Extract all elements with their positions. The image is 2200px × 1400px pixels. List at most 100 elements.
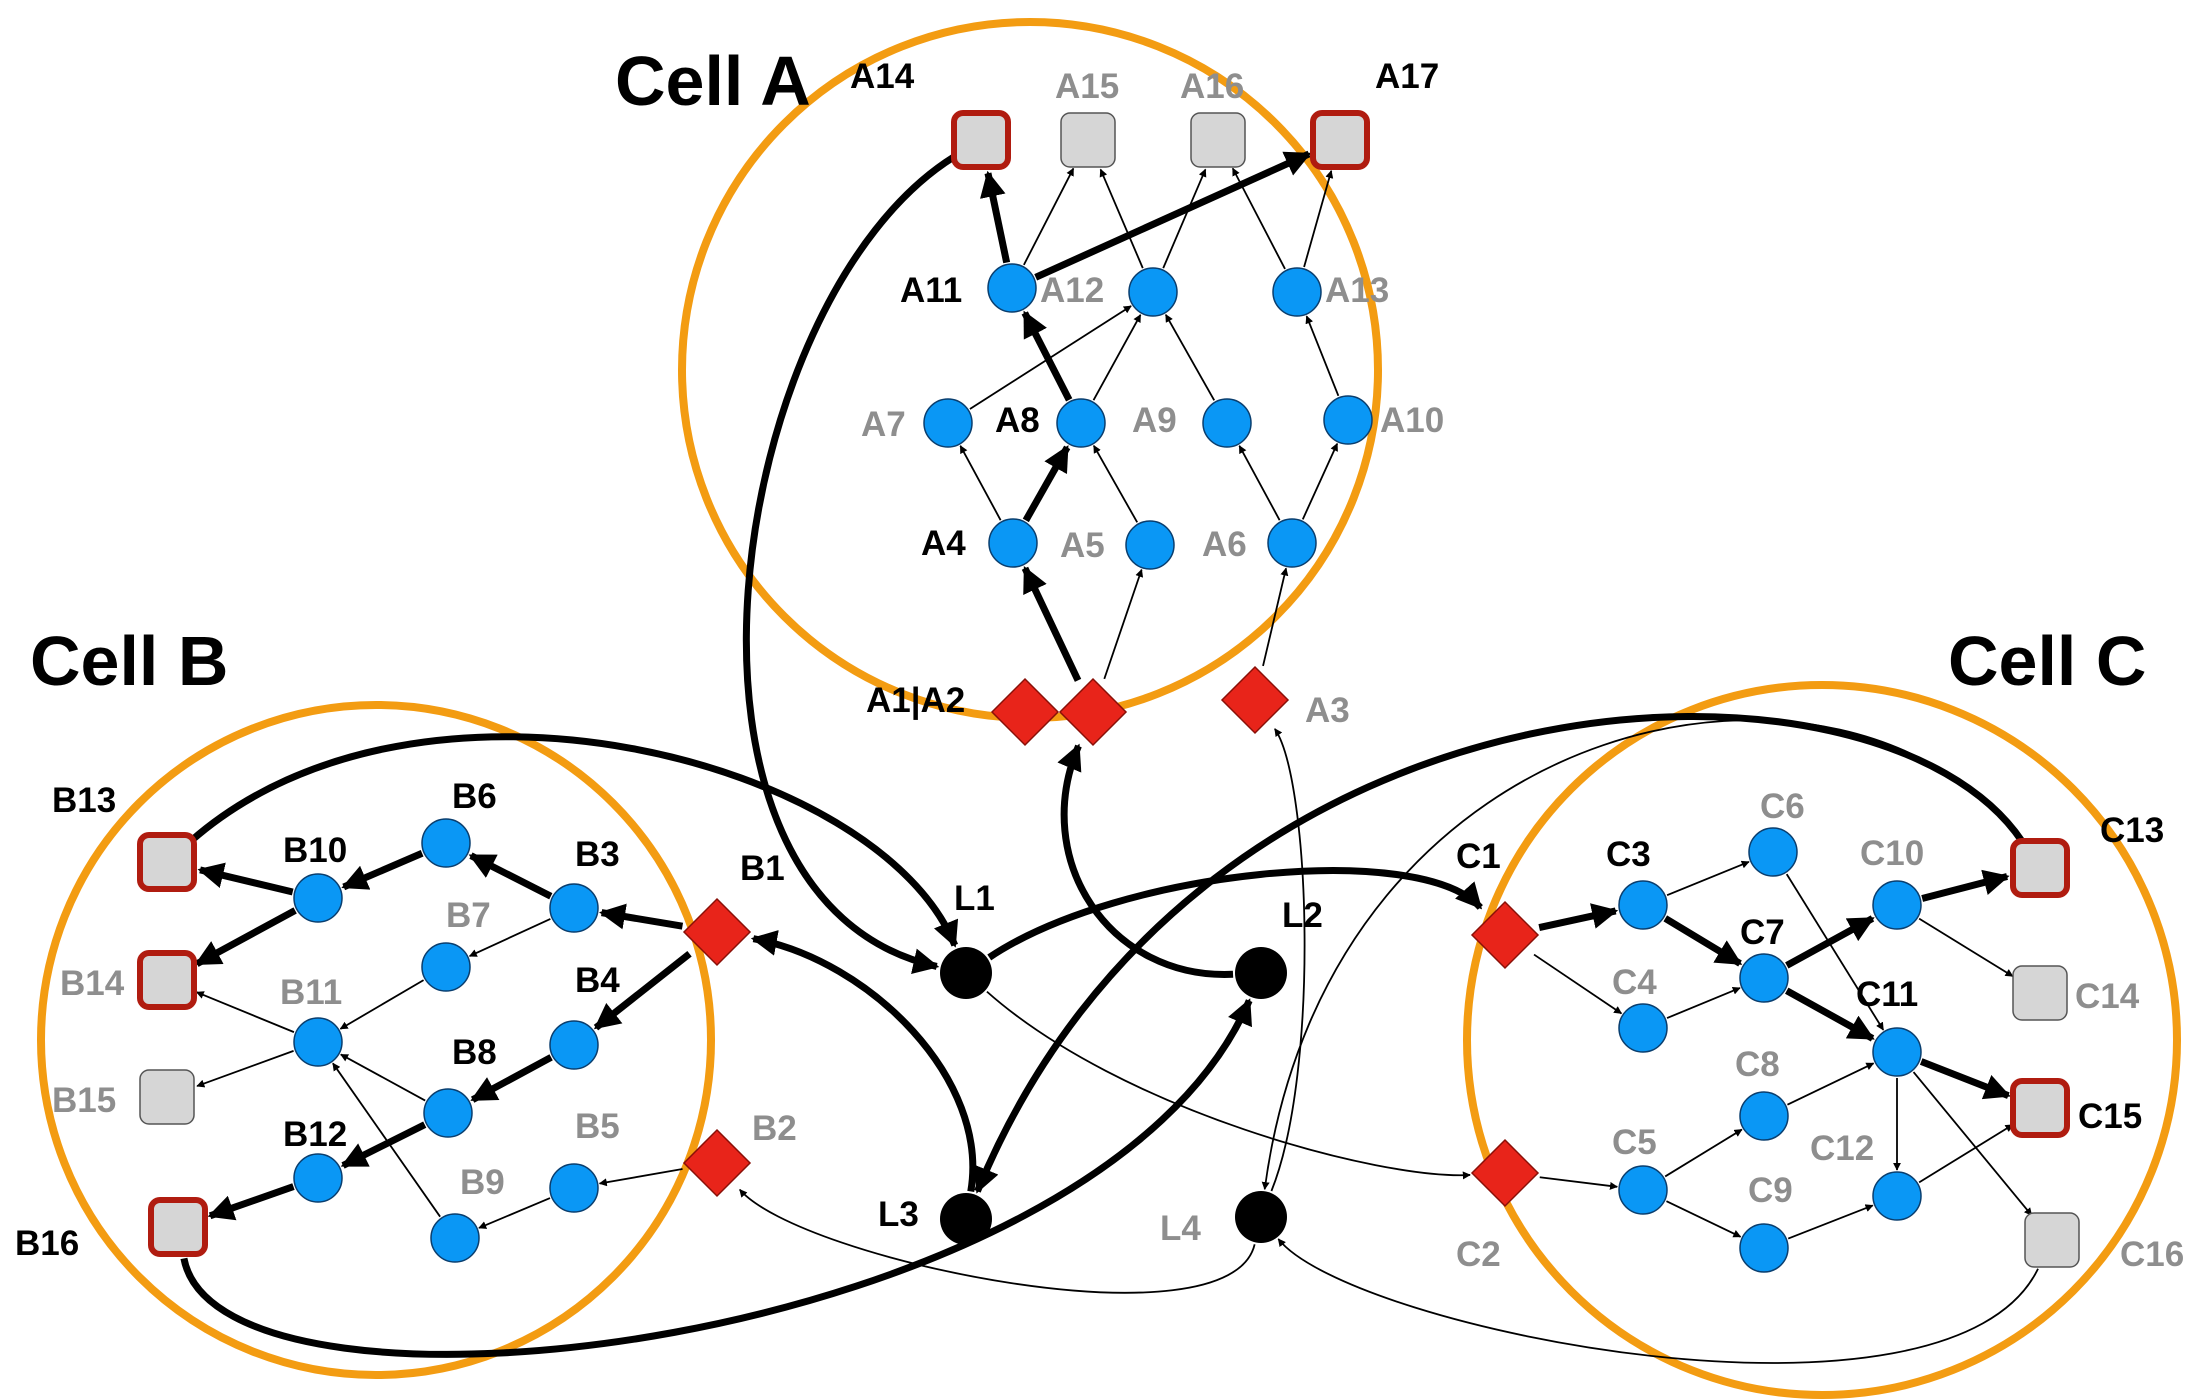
label-b12: B12 <box>283 1115 347 1154</box>
edge-a13-to-a17 <box>1303 170 1334 268</box>
edge-c1-to-c4 <box>1533 953 1623 1015</box>
label-b6: B6 <box>452 777 497 816</box>
label-c7: C7 <box>1740 913 1785 952</box>
edge-c4-to-c7 <box>1666 986 1741 1019</box>
node-b11 <box>293 1017 343 1067</box>
node-c9 <box>1739 1223 1789 1273</box>
edge-c7-to-c10 <box>1785 915 1875 969</box>
edge-c10-to-c14 <box>1918 917 2014 977</box>
cell-c-boundary <box>1463 681 2181 1399</box>
edge-b11-to-b15 <box>196 1050 294 1088</box>
node-b14 <box>137 950 197 1010</box>
node-c2 <box>1470 1138 1540 1208</box>
node-l1 <box>940 947 992 999</box>
node-c11 <box>1872 1027 1922 1077</box>
edge-l4-to-a3 <box>1270 728 1306 1192</box>
edge-a14-to-l1 <box>742 153 956 974</box>
edge-b4-to-b8 <box>470 1054 553 1103</box>
cell-a-title: Cell A <box>615 42 811 120</box>
node-c12 <box>1872 1171 1922 1221</box>
node-c7 <box>1739 953 1789 1003</box>
edge-c8-to-c11 <box>1787 1062 1875 1106</box>
node-c15 <box>2010 1078 2070 1138</box>
label-a16: A16 <box>1180 67 1244 106</box>
label-c14: C14 <box>2075 977 2140 1016</box>
label-a7: A7 <box>861 405 906 444</box>
edge-a8-to-a11 <box>1021 310 1073 402</box>
label-b15: B15 <box>52 1081 116 1120</box>
edge-l4-to-b2 <box>739 1188 1256 1294</box>
node-b10 <box>293 873 343 923</box>
label-l2: L2 <box>1282 896 1323 935</box>
label-b9: B9 <box>460 1163 505 1202</box>
node-a13 <box>1272 267 1322 317</box>
node-l3 <box>940 1193 992 1245</box>
edge-c12-to-c15 <box>1918 1124 2014 1184</box>
node-c16 <box>2024 1212 2080 1268</box>
label-a5: A5 <box>1060 526 1105 565</box>
edge-b1-to-b3 <box>599 903 684 930</box>
node-c10 <box>1872 880 1922 930</box>
edge-c7-to-c11 <box>1785 987 1875 1042</box>
edge-a6-to-a9 <box>1238 445 1281 521</box>
edge-b10-to-b13 <box>197 862 294 896</box>
edge-a2-to-a5 <box>1103 568 1144 680</box>
label-c15: C15 <box>2078 1097 2142 1136</box>
edge-b3-to-b6 <box>468 852 553 900</box>
edge-b13-to-l1 <box>188 733 959 948</box>
edge-a9-to-a12 <box>1165 313 1215 401</box>
edge-a12-to-a16 <box>1162 168 1207 269</box>
edge-b16-to-l2 <box>180 998 1253 1358</box>
edge-b3-to-b7 <box>468 918 551 957</box>
edge-b2-to-b5 <box>598 1168 683 1187</box>
node-b16 <box>148 1197 208 1257</box>
node-a9 <box>1202 398 1252 448</box>
node-c1 <box>1470 900 1540 970</box>
edge-b11-to-b14 <box>195 991 295 1033</box>
label-c13: C13 <box>2100 811 2164 850</box>
label-b3: B3 <box>575 835 620 874</box>
edge-a6-to-a10 <box>1301 442 1339 520</box>
label-a14: A14 <box>850 57 915 96</box>
node-c8 <box>1739 1091 1789 1141</box>
label-a13: A13 <box>1325 271 1389 310</box>
cell-b-title: Cell B <box>30 622 228 700</box>
node-l2 <box>1235 947 1287 999</box>
node-b6 <box>421 818 471 868</box>
label-b7: B7 <box>446 896 491 935</box>
node-a1 <box>990 677 1060 747</box>
label-c8: C8 <box>1735 1045 1780 1084</box>
label-c12: C12 <box>1810 1129 1874 1168</box>
edge-b1-to-b4 <box>593 950 692 1031</box>
edge-b6-to-b10 <box>341 850 424 891</box>
cell-c-title: Cell C <box>1948 622 2146 700</box>
edge-b7-to-b11 <box>339 979 425 1030</box>
node-a16 <box>1190 112 1246 168</box>
node-a7 <box>923 398 973 448</box>
node-b5 <box>549 1163 599 1213</box>
label-l1: L1 <box>954 879 995 918</box>
node-a6 <box>1267 518 1317 568</box>
label-a6: A6 <box>1202 525 1247 564</box>
edge-a5-to-a8 <box>1093 444 1138 523</box>
edge-a2-to-a4 <box>1021 565 1082 682</box>
node-c13 <box>2010 838 2070 898</box>
node-b8 <box>423 1088 473 1138</box>
edge-c3-to-c7 <box>1663 915 1743 967</box>
node-b3 <box>549 883 599 933</box>
label-b8: B8 <box>452 1033 497 1072</box>
label-a9: A9 <box>1132 401 1177 440</box>
label-c9: C9 <box>1748 1171 1793 1210</box>
label-l4: L4 <box>1160 1209 1201 1248</box>
label-c11: C11 <box>1856 975 1918 1014</box>
node-a2 <box>1058 677 1128 747</box>
edge-a3-to-a6 <box>1262 567 1289 667</box>
edge-l1-to-c1 <box>987 867 1483 961</box>
label-b2: B2 <box>752 1109 797 1148</box>
node-a4 <box>988 518 1038 568</box>
edge-c3-to-c6 <box>1666 860 1750 897</box>
edge-a8-to-a12 <box>1092 314 1142 401</box>
node-c14 <box>2012 965 2068 1021</box>
label-c4: C4 <box>1612 963 1657 1002</box>
label-b11: B11 <box>280 973 342 1012</box>
